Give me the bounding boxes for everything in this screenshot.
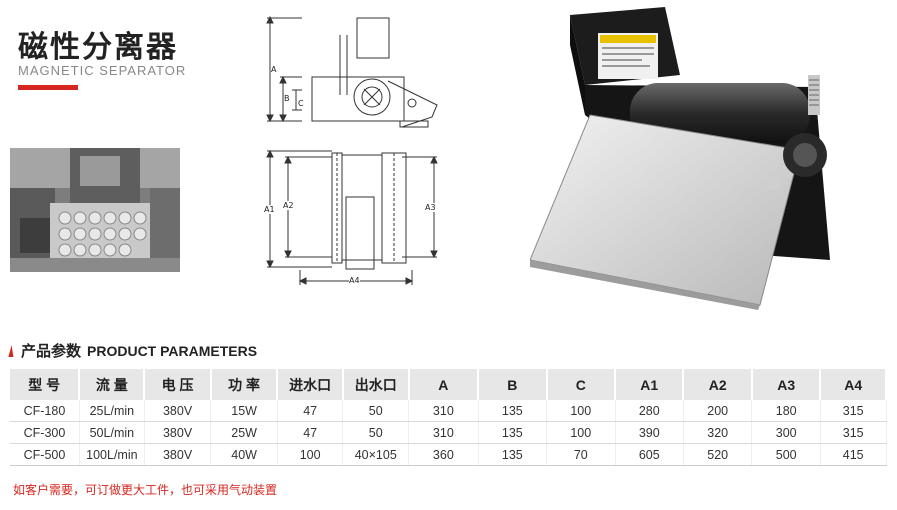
col-header: B: [478, 369, 548, 400]
col-header: A3: [751, 369, 822, 400]
table-cell: 380V: [144, 421, 212, 444]
application-photo: [10, 148, 180, 272]
dim-label-a4: A4: [349, 276, 360, 285]
params-table: 型 号 流 量 电 压 功 率 进水口 出水口 A B C A1 A2 A3 A…: [10, 369, 887, 466]
col-header: 进水口: [277, 369, 344, 400]
params-heading: 产品参数 PRODUCT PARAMETERS: [8, 340, 258, 361]
table-cell: 380V: [144, 400, 212, 422]
footnote: 如客户需要，可订做更大工件，也可采用气动装置: [13, 483, 278, 497]
side-view-drawing: A B C: [262, 15, 448, 135]
dim-label-a2: A2: [283, 201, 294, 210]
table-cell: 47: [277, 421, 344, 444]
col-header: 流 量: [79, 369, 146, 400]
dim-label-b: B: [284, 94, 290, 103]
table-cell: 380V: [144, 443, 212, 466]
table-row: CF-300 50L/min 380V 25W 47 50 310 135 10…: [10, 421, 887, 444]
table-cell: 50L/min: [79, 421, 145, 444]
col-header: A: [408, 369, 480, 400]
table-row: CF-180 25L/min 380V 15W 47 50 310 135 10…: [10, 400, 887, 422]
table-cell: 310: [408, 400, 479, 422]
table-cell: CF-300: [10, 421, 80, 444]
table-cell: CF-180: [10, 400, 80, 422]
dim-label-c: C: [298, 99, 304, 108]
table-cell: 50: [342, 421, 410, 444]
table-cell: 25L/min: [79, 400, 145, 422]
table-cell: 390: [615, 421, 684, 444]
table-cell: 180: [751, 400, 821, 422]
table-row: CF-500 100L/min 380V 40W 100 40×105 360 …: [10, 443, 887, 466]
col-header: 功 率: [210, 369, 279, 400]
dim-label-a: A: [271, 65, 277, 74]
table-cell: CF-500: [10, 443, 80, 466]
col-header: A4: [820, 369, 887, 400]
table-cell: 315: [820, 400, 887, 422]
col-header: 电 压: [144, 369, 212, 400]
col-header: 型 号: [10, 369, 81, 400]
col-header: 出水口: [342, 369, 410, 400]
table-header-row: 型 号 流 量 电 压 功 率 进水口 出水口 A B C A1 A2 A3 A…: [10, 369, 887, 400]
params-title-zh: 产品参数: [21, 342, 82, 360]
table-cell: 50: [342, 400, 410, 422]
table-cell: 25W: [210, 421, 278, 444]
params-title-en: PRODUCT PARAMETERS: [87, 342, 258, 359]
table-cell: 315: [820, 421, 887, 444]
table-cell: 310: [408, 421, 479, 444]
table-cell: 40×105: [342, 443, 410, 466]
table-cell: 320: [683, 421, 753, 444]
title-underline: [18, 85, 78, 90]
table-cell: 200: [683, 400, 753, 422]
col-header: A1: [615, 369, 685, 400]
table-cell: 100: [277, 443, 344, 466]
table-cell: 40W: [210, 443, 278, 466]
table-cell: 135: [478, 421, 548, 444]
table-cell: 47: [277, 400, 344, 422]
heading-marker-icon: [8, 344, 17, 357]
table-cell: 70: [546, 443, 616, 466]
table-cell: 100: [546, 400, 616, 422]
page-title: 磁性分离器: [18, 30, 178, 65]
dim-label-a1: A1: [264, 205, 275, 214]
table-cell: 605: [615, 443, 684, 466]
dim-label-a3: A3: [425, 203, 436, 212]
col-header: C: [546, 369, 617, 400]
top-view-drawing: A1 A2 A3 A4: [262, 145, 448, 290]
table-cell: 100L/min: [79, 443, 145, 466]
table-cell: 500: [751, 443, 821, 466]
table-cell: 100: [546, 421, 616, 444]
table-cell: 300: [751, 421, 821, 444]
page-subtitle: MAGNETIC SEPARATOR: [18, 63, 187, 78]
table-cell: 280: [615, 400, 684, 422]
table-cell: 135: [478, 443, 548, 466]
table-cell: 415: [820, 443, 887, 466]
col-header: A2: [683, 369, 753, 400]
table-cell: 15W: [210, 400, 278, 422]
table-cell: 360: [408, 443, 479, 466]
table-cell: 520: [683, 443, 753, 466]
product-photo: [529, 5, 850, 310]
table-cell: 135: [478, 400, 548, 422]
